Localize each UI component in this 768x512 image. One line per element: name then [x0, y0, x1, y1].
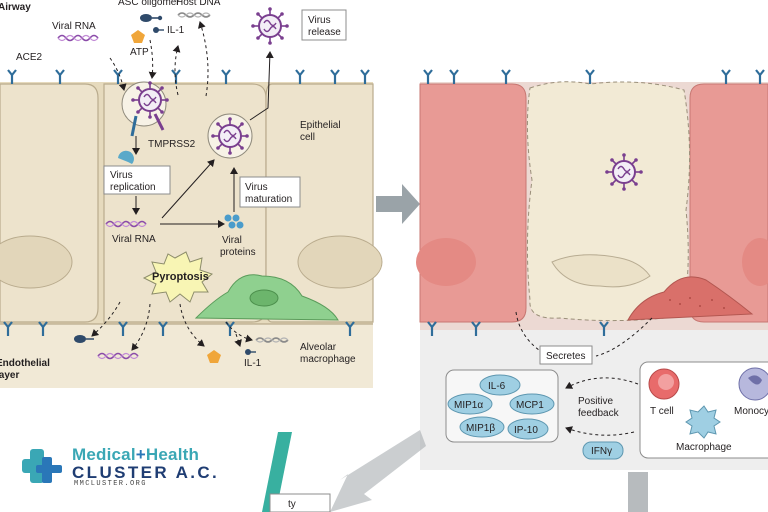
positive-feedback-label: Positive: [578, 396, 613, 407]
macrophage-icon: [685, 405, 721, 439]
viral-proteins-icon: [224, 214, 244, 229]
endothelial-label: Endothelial: [0, 358, 50, 369]
ifng-badge: [582, 441, 624, 460]
partial-label-box: [269, 493, 331, 512]
atp-icon: [207, 350, 221, 363]
nucleus: [297, 235, 383, 289]
left-panel: Airway ACE2 Viral RNA ASC oligomer IL-1 …: [0, 0, 383, 388]
monocyte-nucleus: [748, 375, 762, 385]
logo-cross-icon: [22, 449, 62, 483]
virus-release-box: [301, 9, 347, 41]
arrow-down-left-icon: [330, 430, 426, 512]
virus-icon: [210, 116, 250, 156]
logo-subtitle: CLUSTER A.C.: [72, 463, 220, 482]
asc-oligomer-label: ASC oligomer: [118, 0, 180, 8]
medical-health-cluster-logo: Medical+Health CLUSTER A.C. MMCLUSTER.OR…: [22, 443, 222, 491]
right-panel: Secretes IL-6 MIP1α MCP1 MIP1β IP-10 Pos…: [416, 68, 768, 470]
nucleus: [742, 238, 768, 286]
cytokine-mip1b: MIP1β: [459, 416, 505, 438]
logo-title-plus: +: [135, 445, 146, 464]
tmprss2-label: TMPRSS2: [148, 139, 196, 150]
il1-bottom-label: IL-1: [244, 358, 262, 369]
positive-feedback-label-2: feedback: [578, 408, 620, 419]
monocyte-icon: [738, 367, 768, 401]
virus-icon: [130, 80, 170, 120]
virus-maturation-box: [239, 176, 301, 208]
epithelial-cell-label-2: cell: [300, 132, 315, 143]
ace2-label: ACE2: [16, 52, 43, 63]
nucleus: [416, 238, 476, 286]
secretes-label: Secretes: [546, 351, 585, 362]
cytokine-mip1b-label: MIP1β: [466, 423, 495, 434]
il1-bottom-icon: [74, 335, 94, 343]
virus-release-label-2: release: [308, 27, 341, 38]
pyroptosis-label: Pyroptosis: [152, 271, 209, 283]
receptors-right-top: [422, 68, 766, 86]
virus-release-label: Virus: [308, 15, 331, 26]
macrophage-label: Macrophage: [676, 442, 732, 453]
virus-replication-label-2: replication: [110, 182, 156, 193]
macrophage-granules: [669, 297, 725, 309]
cytokine-ip10: IP-10: [507, 418, 549, 440]
ribosome-icon: [118, 150, 134, 164]
virus-replication-label: Virus: [110, 170, 133, 181]
arrow-right-icon: [376, 184, 420, 224]
arrow-down-icon: [628, 472, 648, 512]
cytokine-mip1a: MIP1α: [447, 393, 493, 415]
macrophage-nucleus: [249, 289, 279, 307]
airway-label: Airway: [0, 2, 31, 13]
virus-maturation-label-2: maturation: [245, 194, 292, 205]
host-dna-label: Host DNA: [176, 0, 221, 8]
cytokine-mcp1: MCP1: [509, 393, 555, 415]
virus-maturation-label: Virus: [245, 182, 268, 193]
il1-top-label: IL-1: [167, 25, 185, 36]
viral-rna-mid-label: Viral RNA: [112, 234, 156, 245]
cytokine-ip10-label: IP-10: [514, 425, 538, 436]
pyroptosis-burst: [142, 251, 214, 303]
asc-oligomer-icon: [140, 14, 163, 22]
ifng-label: IFNγ: [591, 446, 612, 457]
nucleus: [0, 235, 73, 289]
alveolar-macrophage-label: Alveolar: [300, 342, 337, 353]
il1-bottom-icon-2: [245, 349, 256, 355]
cytokine-il6-label: IL-6: [488, 381, 506, 392]
viral-proteins-label: Viral: [222, 235, 242, 246]
viral-rna-top-label: Viral RNA: [52, 21, 96, 32]
il1-icon: [153, 27, 164, 33]
partial-label: ty: [288, 499, 296, 510]
monocyte-label: Monocy: [734, 406, 768, 417]
epithelial-cell-red-left: [419, 83, 527, 323]
virus-icon: [250, 6, 290, 46]
logo-title-part1: Medical: [72, 445, 136, 464]
epithelial-cell-label: Epithelial: [300, 120, 341, 131]
logo-title: Medical+Health: [72, 445, 199, 465]
virus-icon: [604, 152, 644, 192]
endothelial-layer: [0, 324, 373, 388]
nucleus-fragment: [551, 254, 651, 288]
virus-replication-box: [103, 165, 171, 195]
secretes-box: [539, 345, 593, 365]
t-cell-nucleus: [658, 374, 674, 390]
viral-proteins-label-2: proteins: [220, 247, 256, 258]
t-cell-label: T cell: [650, 406, 674, 417]
logo-url: MMCLUSTER.ORG: [74, 480, 147, 488]
logo-title-part2: Health: [145, 445, 200, 464]
atp-icon: [131, 30, 145, 43]
cytokine-mip1a-label: MIP1α: [454, 400, 483, 411]
atp-label: ATP: [130, 47, 149, 58]
cytokine-il6: IL-6: [479, 374, 521, 396]
alveolar-macrophage-label-2: macrophage: [300, 354, 356, 365]
teal-bar-shape: [262, 432, 292, 512]
cytokine-mcp1-label: MCP1: [516, 400, 544, 411]
